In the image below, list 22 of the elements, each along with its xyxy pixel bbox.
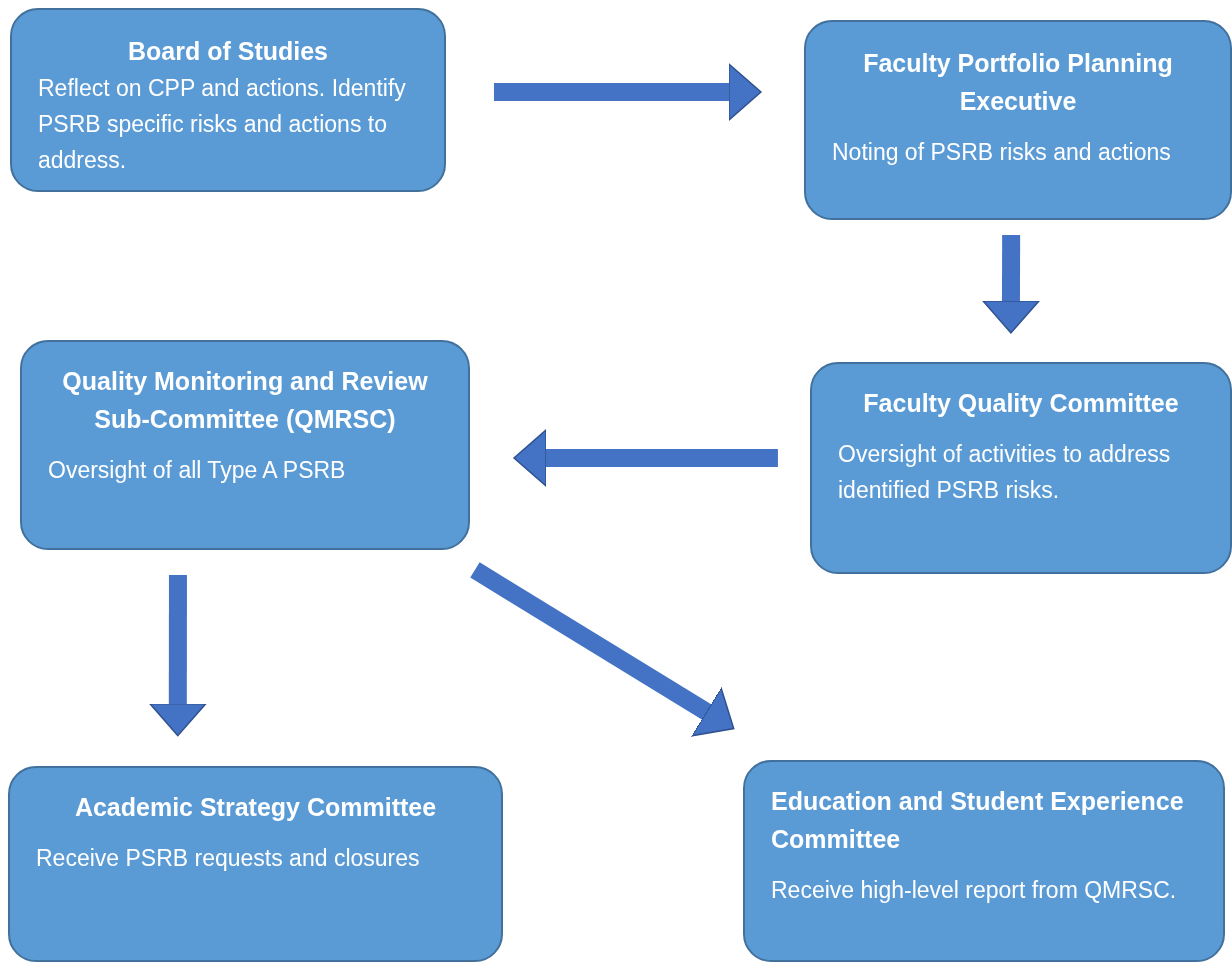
block-arrow <box>493 63 762 121</box>
box-heading: Academic Strategy Committee <box>73 792 438 823</box>
box-description: Oversight of all Type A PSRB <box>48 456 347 485</box>
box-heading: Quality Monitoring and Review Sub-Committee (QMRSC) <box>61 366 429 435</box>
box-heading: Faculty Portfolio Planning Executive <box>862 48 1174 117</box>
process-box <box>8 766 503 962</box>
process-box <box>743 760 1225 962</box>
box-description: Reflect on CPP and actions. Identify PSRB specific risks and actions to address. <box>38 74 407 175</box>
process-box <box>20 340 470 550</box>
box-description: Noting of PSRB risks and actions <box>832 138 1172 167</box>
box-description: Receive high-level report from QMRSC. <box>771 876 1178 905</box>
box-description: Oversight of activities to address identified PSRB risks. <box>838 440 1172 505</box>
process-box <box>810 362 1232 574</box>
box-heading: Board of Studies <box>127 36 329 67</box>
block-arrow <box>149 575 207 737</box>
box-description: Receive PSRB requests and closures <box>36 844 421 873</box>
box-heading: Faculty Quality Committee <box>862 388 1180 419</box>
block-arrow <box>513 429 778 487</box>
block-arrow <box>982 234 1040 334</box>
box-heading: Education and Student Experience Committee <box>771 786 1185 855</box>
process-box <box>804 20 1232 220</box>
process-box <box>10 8 446 192</box>
